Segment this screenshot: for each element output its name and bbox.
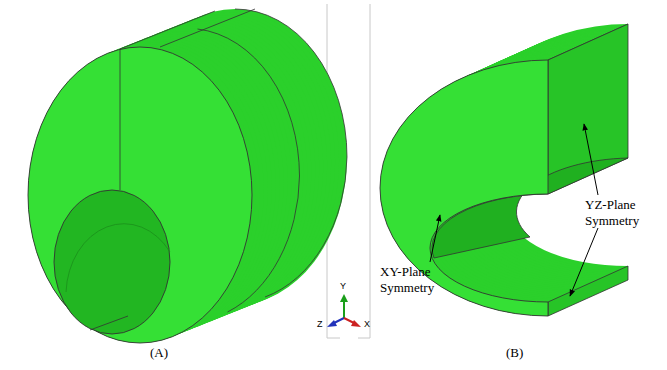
plane-label: YZ-Plane Symmetry: [585, 197, 663, 228]
shape-part: [120, 49, 121, 190]
leader-line: [430, 124, 598, 296]
shape-part: [120, 11, 215, 49]
shape-part: [160, 9, 255, 47]
xy-symmetry-face: [380, 60, 548, 316]
shape-part: [380, 60, 548, 316]
front-face: [28, 47, 252, 343]
axis-label: X: [364, 319, 370, 330]
plane-label: XY-Plane Symmetry: [380, 264, 458, 295]
axis-label: Y: [340, 281, 346, 292]
bore: [54, 190, 170, 334]
shape-part: [90, 316, 128, 330]
axis-triad: [327, 294, 361, 327]
full-cylinder: [28, 9, 347, 343]
shape-part: [235, 9, 347, 297]
panel-label: (B): [506, 345, 523, 361]
yz-symmetry-face: [548, 266, 628, 316]
axis-label: Z: [317, 319, 323, 330]
shape-part: [66, 224, 170, 292]
quarter-cylinder: [380, 24, 628, 316]
panel-label: (A): [150, 345, 168, 361]
shape-part: [28, 47, 252, 343]
